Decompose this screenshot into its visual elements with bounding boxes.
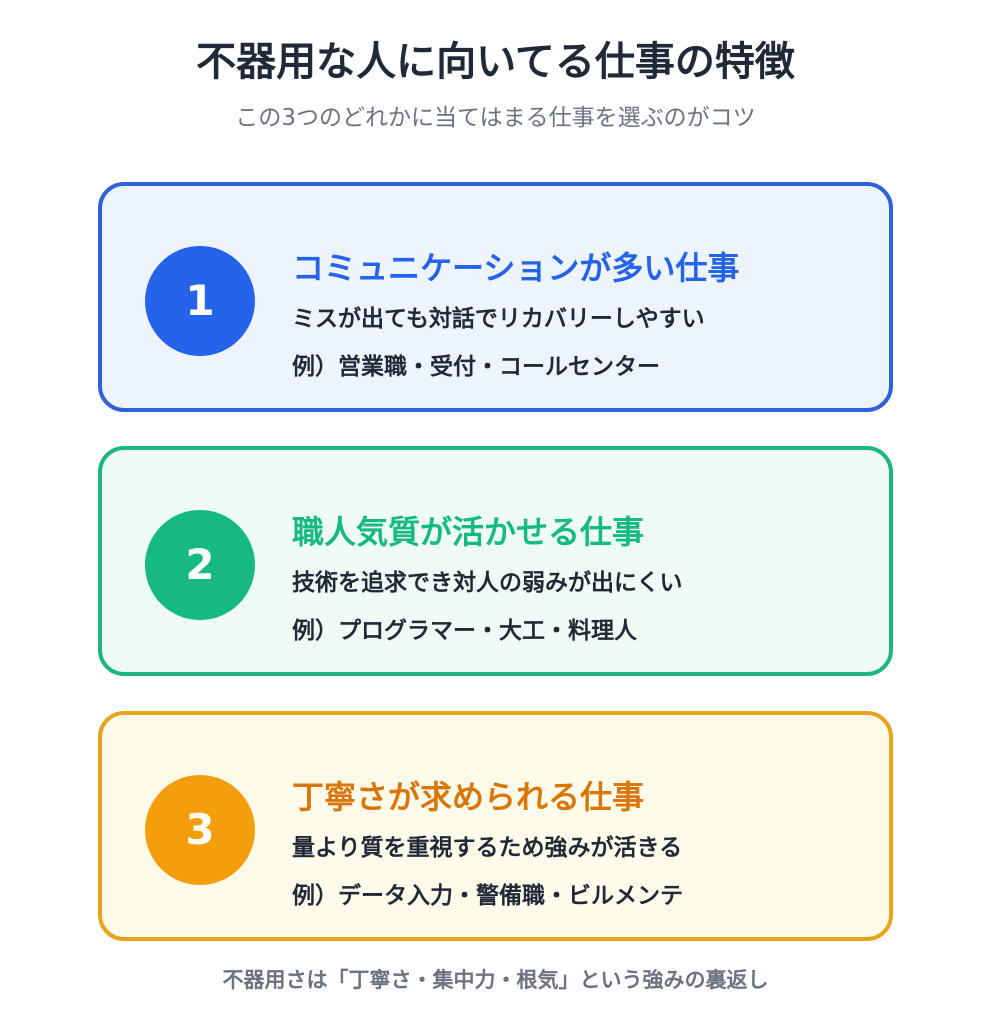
card-description-3: 量より質を重視するため強みが活きる xyxy=(292,835,683,861)
feature-card-1: 1 コミュニケーションが多い仕事 ミスが出ても対話でリカバリーしやすい 例）営業… xyxy=(98,182,893,412)
page-title: 不器用な人に向いてる仕事の特徴 xyxy=(196,39,795,85)
feature-card-3: 3 丁寧さが求められる仕事 量より質を重視するため強みが活きる 例）データ入力・… xyxy=(98,711,893,941)
number-badge-1: 1 xyxy=(145,246,255,356)
card-example-3: 例）データ入力・警備職・ビルメンテ xyxy=(292,883,683,909)
page-subtitle: この3つのどれかに当てはまる仕事を選ぶのがコツ xyxy=(235,105,756,131)
card-title-1: コミュニケーションが多い仕事 xyxy=(292,249,740,287)
footer-note: 不器用さは「丁寧さ・集中力・根気」という強みの裏返し xyxy=(222,968,769,992)
card-example-2: 例）プログラマー・大工・料理人 xyxy=(292,618,637,644)
number-badge-2: 2 xyxy=(145,510,255,620)
card-title-2: 職人気質が活かせる仕事 xyxy=(292,513,645,551)
card-description-1: ミスが出ても対話でリカバリーしやすい xyxy=(292,306,705,332)
card-example-1: 例）営業職・受付・コールセンター xyxy=(292,354,660,380)
number-badge-3: 3 xyxy=(145,775,255,885)
feature-card-2: 2 職人気質が活かせる仕事 技術を追求でき対人の弱みが出にくい 例）プログラマー… xyxy=(98,446,893,676)
card-title-3: 丁寧さが求められる仕事 xyxy=(292,778,645,816)
card-description-2: 技術を追求でき対人の弱みが出にくい xyxy=(292,570,683,596)
